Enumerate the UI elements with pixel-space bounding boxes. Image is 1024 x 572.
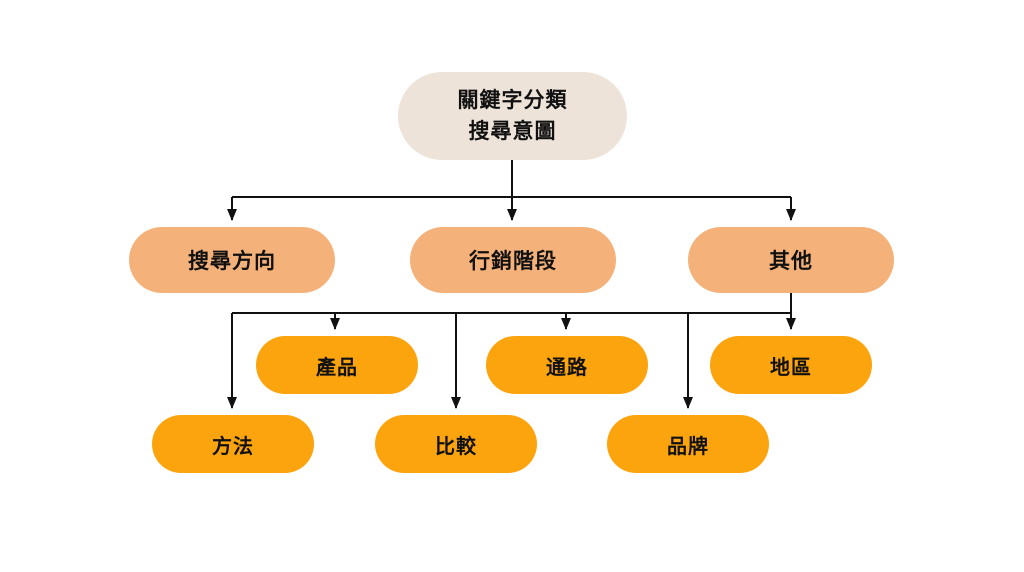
node-product: 產品 [256, 336, 418, 394]
node-search-direction-label: 搜尋方向 [188, 250, 276, 273]
node-region: 地區 [710, 336, 872, 394]
node-marketing-stage: 行銷階段 [410, 227, 616, 293]
node-search-direction: 搜尋方向 [129, 227, 335, 293]
node-brand-label: 品牌 [667, 435, 709, 458]
node-channel: 通路 [486, 336, 648, 394]
node-method-label: 方法 [212, 435, 254, 458]
node-root-label-line2: 搜尋意圖 [468, 120, 557, 143]
node-product-label: 產品 [316, 356, 358, 379]
node-other: 其他 [688, 227, 894, 293]
node-method: 方法 [152, 415, 314, 473]
node-channel-label: 通路 [546, 356, 588, 379]
node-root: 關鍵字分類 搜尋意圖 [398, 72, 627, 160]
node-comparison-label: 比較 [435, 435, 477, 458]
node-marketing-stage-label: 行銷階段 [469, 250, 557, 273]
node-region-label: 地區 [770, 356, 812, 379]
node-comparison: 比較 [375, 415, 537, 473]
node-root-label-line1: 關鍵字分類 [457, 89, 568, 112]
node-other-label: 其他 [769, 250, 813, 273]
node-brand: 品牌 [607, 415, 769, 473]
